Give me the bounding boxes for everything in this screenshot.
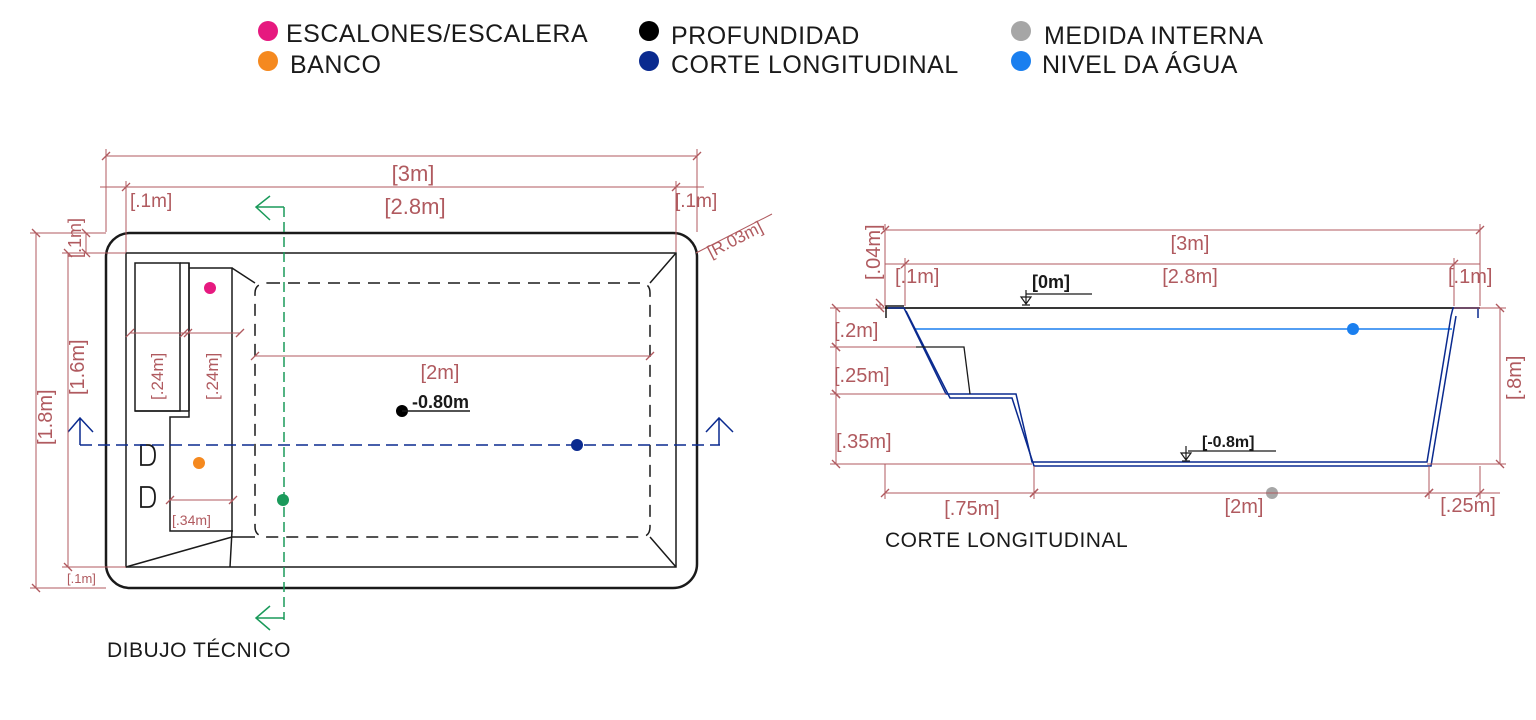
legend-label-longitudinal-cut: CORTE LONGITUDINAL: [671, 51, 959, 79]
section-level-top: [0m]: [1032, 272, 1070, 292]
plan-dim-step2: [.24m]: [203, 353, 222, 400]
longitudinal-cut-arrow-right-icon: [705, 416, 734, 445]
section-dim-floor-length: [2m]: [1225, 496, 1264, 518]
section-shell-inner: [905, 310, 1457, 467]
section-dimension-lines: [830, 224, 1506, 499]
longitudinal-cut-arrow-left-icon: [67, 416, 94, 445]
plan-dim-bench: [.34m]: [172, 512, 211, 528]
legend-label-internal-measure: MEDIDA INTERNA: [1044, 22, 1264, 50]
pool-floor-panel: [254, 282, 651, 538]
section-dim-step2-height: [.25m]: [834, 365, 890, 387]
plan-dim-bottom-rim: [.1m]: [67, 571, 96, 586]
plan-dim-corner-radius: [R.03m]: [704, 218, 766, 262]
section-bench-detail: [916, 346, 971, 395]
legend-swatch-steps: [258, 21, 278, 41]
section-marker-water-level: [1347, 323, 1359, 335]
section-dim-right-rim: [.1m]: [1448, 266, 1492, 288]
legend-label-water-level: NIVEL DA ÁGUA: [1042, 50, 1238, 79]
level-top-icon: [1019, 290, 1033, 306]
plan-dim-right-rim: [.1m]: [675, 191, 717, 212]
plan-dim-top-rim: [.1m]: [65, 218, 85, 258]
handle-2: [140, 486, 156, 508]
section-dim-depth-total: [.8m]: [1504, 356, 1526, 400]
legend-label-steps: ESCALONES/ESCALERA: [286, 20, 588, 48]
marker-longitudinal-cut: [571, 439, 583, 451]
legend-swatch-bench: [258, 51, 278, 71]
section-dim-wall-slope: [.25m]: [1440, 495, 1496, 517]
section-dim-total-length: [3m]: [1171, 233, 1210, 255]
legend-label-depth: PROFUNDIDAD: [671, 22, 860, 50]
plan-view: [104, 231, 699, 590]
longitudinal-cut-line: [67, 416, 734, 446]
section-dim-step1-height: [.2m]: [834, 320, 878, 342]
plan-dim-total-width: [1.8m]: [35, 389, 57, 445]
legend-swatch-internal-measure: [1011, 21, 1031, 41]
marker-bench: [193, 457, 205, 469]
plan-dim-inner-width: [1.6m]: [67, 339, 89, 395]
handle-1: [140, 444, 156, 466]
section-level-bottom: [-0.8m]: [1202, 434, 1254, 451]
section-title: CORTE LONGITUDINAL: [885, 529, 1128, 552]
section-lip-left: [885, 305, 904, 318]
plan-dimension-lines: [30, 149, 773, 593]
plan-dim-floor: [2m]: [421, 362, 460, 384]
plan-dim-total-length: [3m]: [392, 161, 435, 186]
plan-depth-label: -0.80m: [412, 392, 469, 412]
section-view: [885, 305, 1480, 467]
plan-dim-left-rim: [.1m]: [130, 191, 172, 212]
level-symbols: [1019, 290, 1276, 462]
legend-swatch-longitudinal-cut: [639, 51, 659, 71]
cross-cut-arrow-bottom-icon: [254, 605, 284, 631]
legend: ESCALONES/ESCALERA BANCO PROFUNDIDAD COR…: [258, 20, 1264, 79]
legend-swatch-depth: [639, 21, 659, 41]
pool-outer-outline: [104, 231, 699, 590]
cross-cut-arrow-top-icon: [254, 195, 284, 221]
section-dim-steps-length: [.75m]: [944, 498, 1000, 520]
pool-slope-lines: [125, 252, 677, 568]
legend-swatch-water-level: [1011, 51, 1031, 71]
plan-title: DIBUJO TÉCNICO: [107, 639, 291, 662]
plan-dim-inner-length: [2.8m]: [384, 194, 445, 219]
section-dim-left-rim: [.1m]: [895, 266, 939, 288]
section-dim-step3-height: [.35m]: [836, 431, 892, 453]
legend-label-bench: BANCO: [290, 51, 381, 79]
marker-cross-cut: [277, 494, 289, 506]
section-shell-outline: [888, 307, 1479, 463]
section-dim-lip: [.04m]: [863, 224, 885, 280]
section-dim-inner-length: [2.8m]: [1162, 266, 1218, 288]
marker-steps: [204, 282, 216, 294]
cross-cut-line: [254, 195, 285, 631]
plan-dim-step1: [.24m]: [148, 353, 167, 400]
level-bottom-icon: [1179, 446, 1193, 462]
